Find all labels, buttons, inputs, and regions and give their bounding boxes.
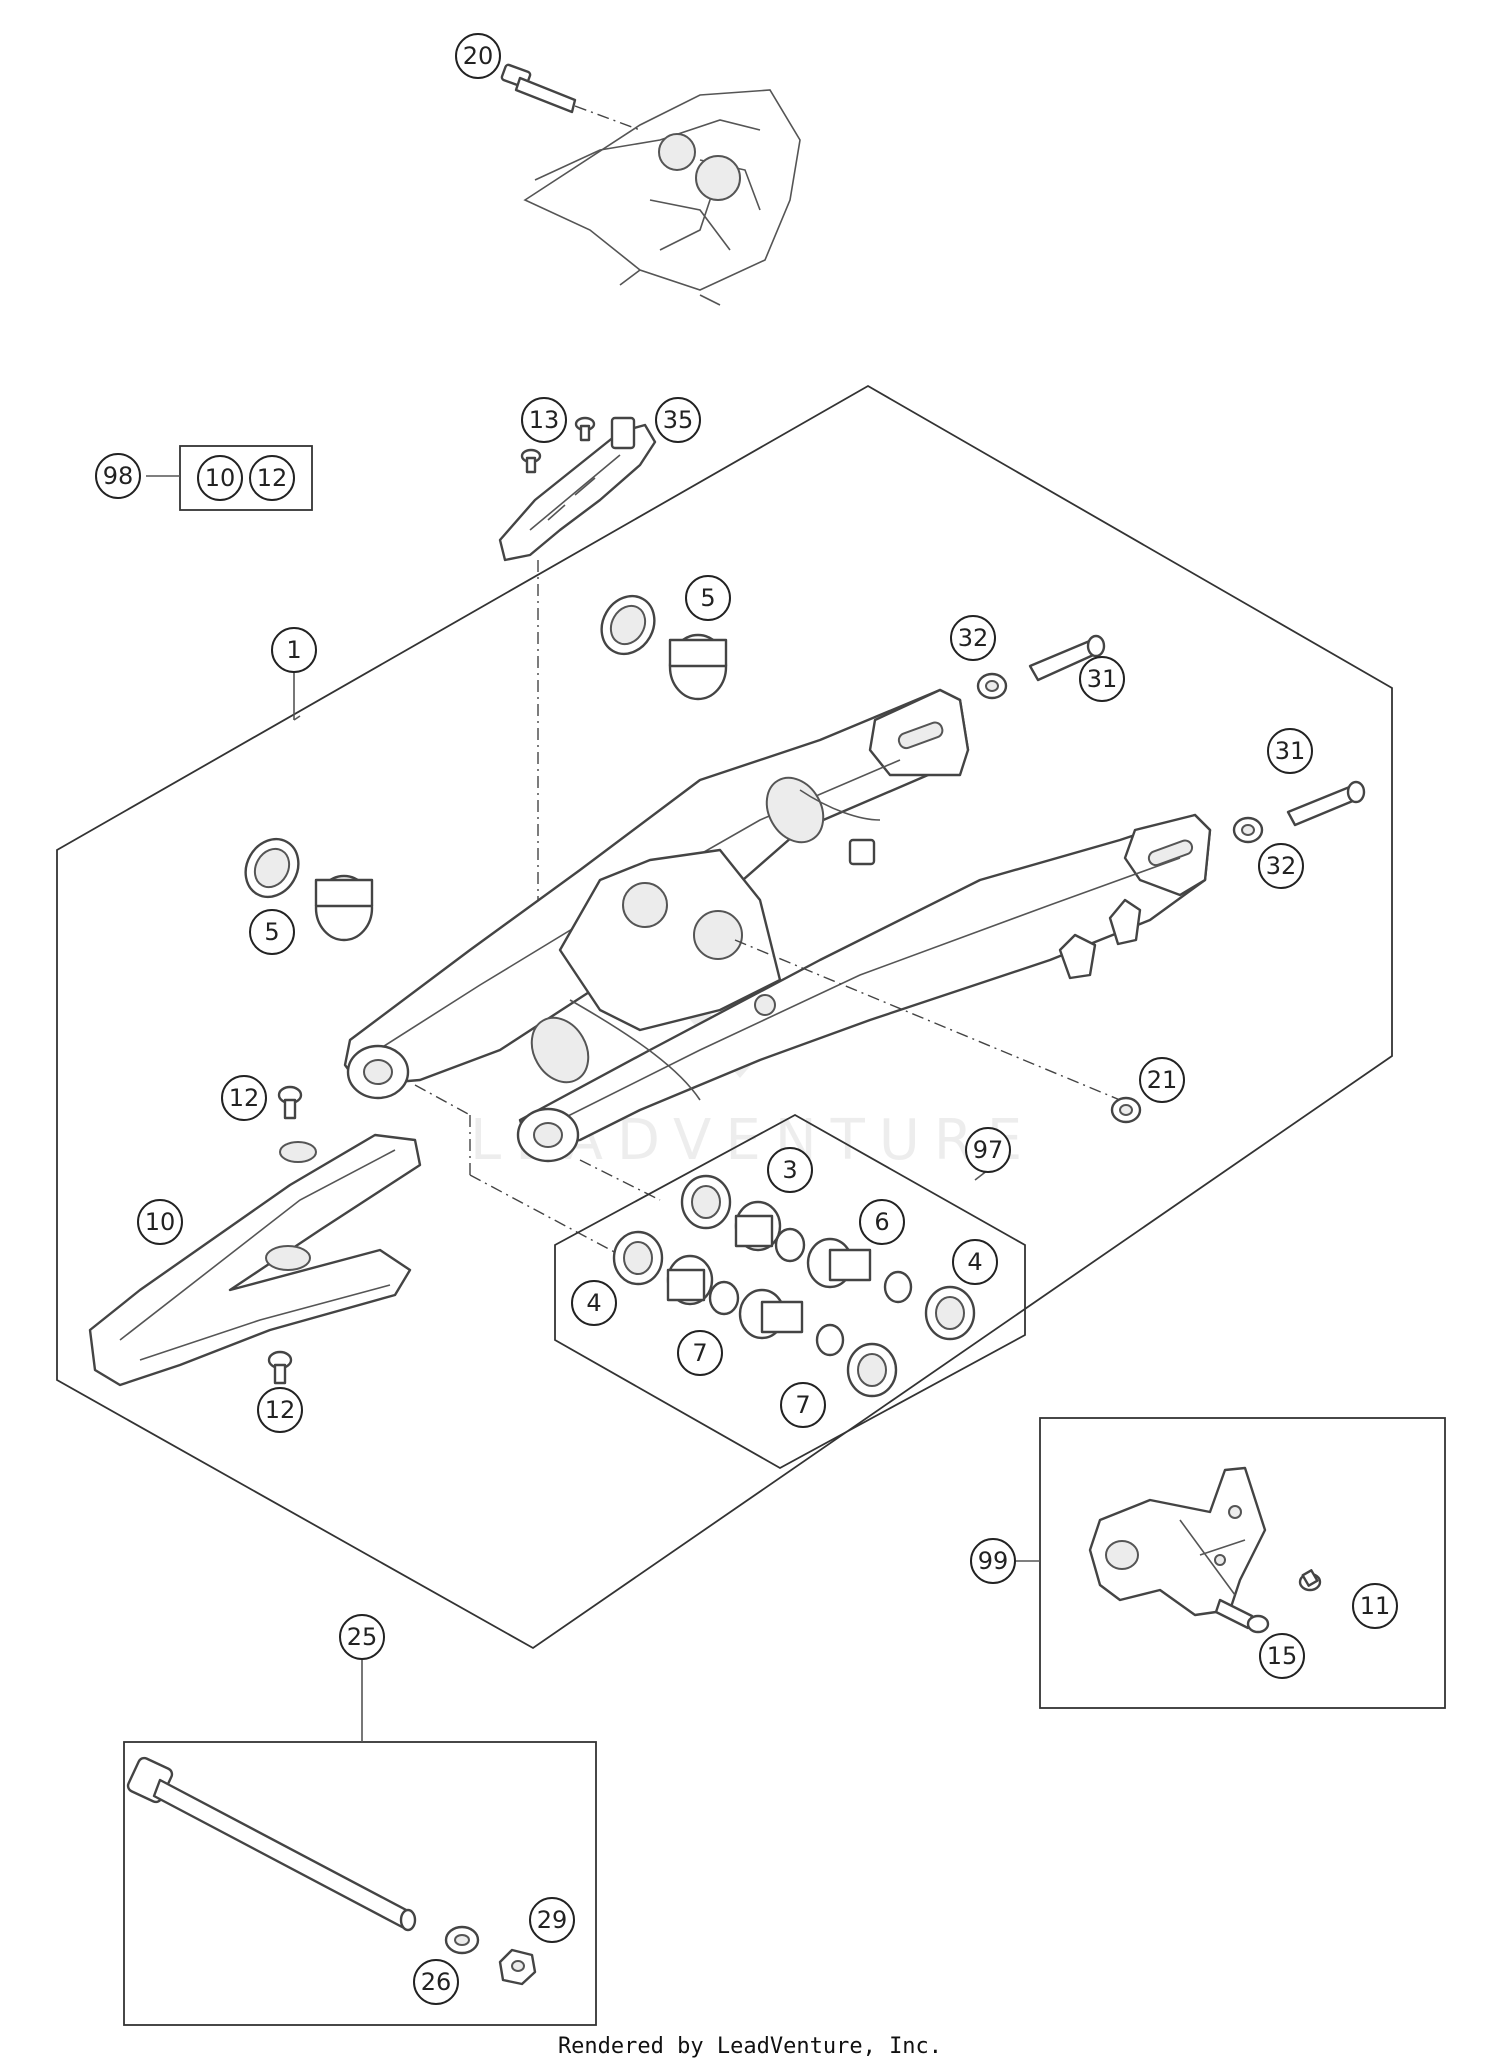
- part-32-nut-lower: [1232, 816, 1264, 844]
- svg-text:31: 31: [1275, 737, 1306, 765]
- svg-text:29: 29: [537, 1906, 568, 1934]
- part-12-screw-lower: [267, 1350, 293, 1385]
- part-26-washer: [444, 1925, 480, 1955]
- callout-99: 99: [970, 1538, 1016, 1584]
- kit-98-box: [179, 445, 313, 511]
- svg-text:98: 98: [103, 462, 134, 490]
- svg-text:10: 10: [145, 1208, 176, 1236]
- part-99-chain-guide: [1088, 1466, 1267, 1617]
- callout-5-upper: 5: [685, 575, 731, 621]
- chain-guide-kit-boundary: [1039, 1417, 1446, 1709]
- part-10-chain-slider: [88, 1133, 422, 1387]
- callout-32-upper: 32: [950, 615, 996, 661]
- part-21-nut: [1110, 1096, 1142, 1124]
- part-31-bolt-lower: [1286, 780, 1366, 827]
- part-6-bushing: [734, 1200, 913, 1304]
- svg-text:99: 99: [978, 1547, 1009, 1575]
- callout-21: 21: [1139, 1057, 1185, 1103]
- callout-3: 3: [767, 1147, 813, 1193]
- callout-6: 6: [859, 1199, 905, 1245]
- svg-text:20: 20: [463, 42, 494, 70]
- part-31-bolt-upper: [1028, 634, 1106, 682]
- svg-text:7: 7: [692, 1339, 707, 1367]
- svg-text:5: 5: [700, 584, 715, 612]
- callout-5-lower: 5: [249, 909, 295, 955]
- svg-text:11: 11: [1360, 1592, 1391, 1620]
- callout-7-lower: 7: [780, 1382, 826, 1428]
- svg-text:12: 12: [257, 464, 288, 492]
- part-32-nut-upper: [976, 672, 1008, 700]
- part-29-nut: [498, 1948, 537, 1986]
- svg-text:5: 5: [264, 918, 279, 946]
- callout-10: 10: [137, 1199, 183, 1245]
- callout-32-lower: 32: [1258, 843, 1304, 889]
- callout-12-lower: 12: [257, 1387, 303, 1433]
- svg-text:15: 15: [1267, 1642, 1298, 1670]
- callout-12-upper: 12: [221, 1075, 267, 1121]
- part-4-bearing-left: [612, 1230, 664, 1286]
- callout-12-kit: 12: [249, 455, 295, 501]
- part-4-bearing-right: [924, 1285, 976, 1341]
- callout-31-upper: 31: [1079, 656, 1125, 702]
- assembly-boundary: [56, 384, 1393, 1650]
- footer-credit: Rendered by LeadVenture, Inc.: [557, 2034, 943, 2059]
- svg-text:12: 12: [265, 1396, 296, 1424]
- part-7-bushing: [666, 1254, 898, 1398]
- svg-text:4: 4: [586, 1289, 601, 1317]
- svg-text:21: 21: [1147, 1066, 1178, 1094]
- callout-10-kit: 10: [197, 455, 243, 501]
- svg-text:13: 13: [529, 406, 560, 434]
- frame-section: [523, 89, 801, 306]
- callout-4-left: 4: [571, 1280, 617, 1326]
- callout-26: 26: [413, 1959, 459, 2005]
- part-20-pivot-bolt: [500, 63, 641, 131]
- svg-text:4: 4: [967, 1248, 982, 1276]
- callout-98: 98: [95, 453, 141, 499]
- callout-20: 20: [455, 33, 501, 79]
- callout-13: 13: [521, 397, 567, 443]
- callout-7-upper: 7: [677, 1330, 723, 1376]
- svg-text:6: 6: [874, 1208, 889, 1236]
- part-25-axle: [126, 1756, 417, 1932]
- svg-text:1: 1: [286, 636, 301, 664]
- part-1-swingarm: [343, 688, 1212, 1163]
- svg-text:10: 10: [205, 464, 236, 492]
- callout-1: 1: [271, 627, 317, 673]
- callout-35: 35: [655, 397, 701, 443]
- svg-text:12: 12: [229, 1084, 260, 1112]
- part-12-screw-upper: [277, 1085, 303, 1120]
- svg-text:7: 7: [795, 1391, 810, 1419]
- assembly-dash-lines: [414, 939, 1121, 1256]
- callout-4-right: 4: [952, 1239, 998, 1285]
- callout-25: 25: [339, 1614, 385, 1660]
- svg-text:3: 3: [782, 1156, 797, 1184]
- svg-text:26: 26: [421, 1968, 452, 1996]
- callout-29: 29: [529, 1897, 575, 1943]
- part-13-screw-small: [520, 416, 596, 474]
- callout-15: 15: [1259, 1633, 1305, 1679]
- part-5-seal-cap-lower: [244, 837, 374, 942]
- svg-text:32: 32: [1266, 852, 1297, 880]
- leader-lines: [146, 475, 1040, 1742]
- callout-31-lower: 31: [1267, 728, 1313, 774]
- axle-kit-boundary: [123, 1741, 597, 2026]
- callout-97: 97: [965, 1127, 1011, 1173]
- part-5-seal-cap-upper: [600, 594, 728, 701]
- svg-text:32: 32: [958, 624, 989, 652]
- bearing-kit-boundary: [554, 1113, 1026, 1470]
- svg-text:25: 25: [347, 1623, 378, 1651]
- svg-text:35: 35: [663, 406, 694, 434]
- part-11-screw: [1298, 1569, 1322, 1592]
- part-3-bearing: [680, 1174, 732, 1230]
- svg-text:97: 97: [973, 1136, 1004, 1164]
- svg-text:31: 31: [1087, 665, 1118, 693]
- part-15-bolt: [1214, 1598, 1270, 1634]
- callout-11: 11: [1352, 1583, 1398, 1629]
